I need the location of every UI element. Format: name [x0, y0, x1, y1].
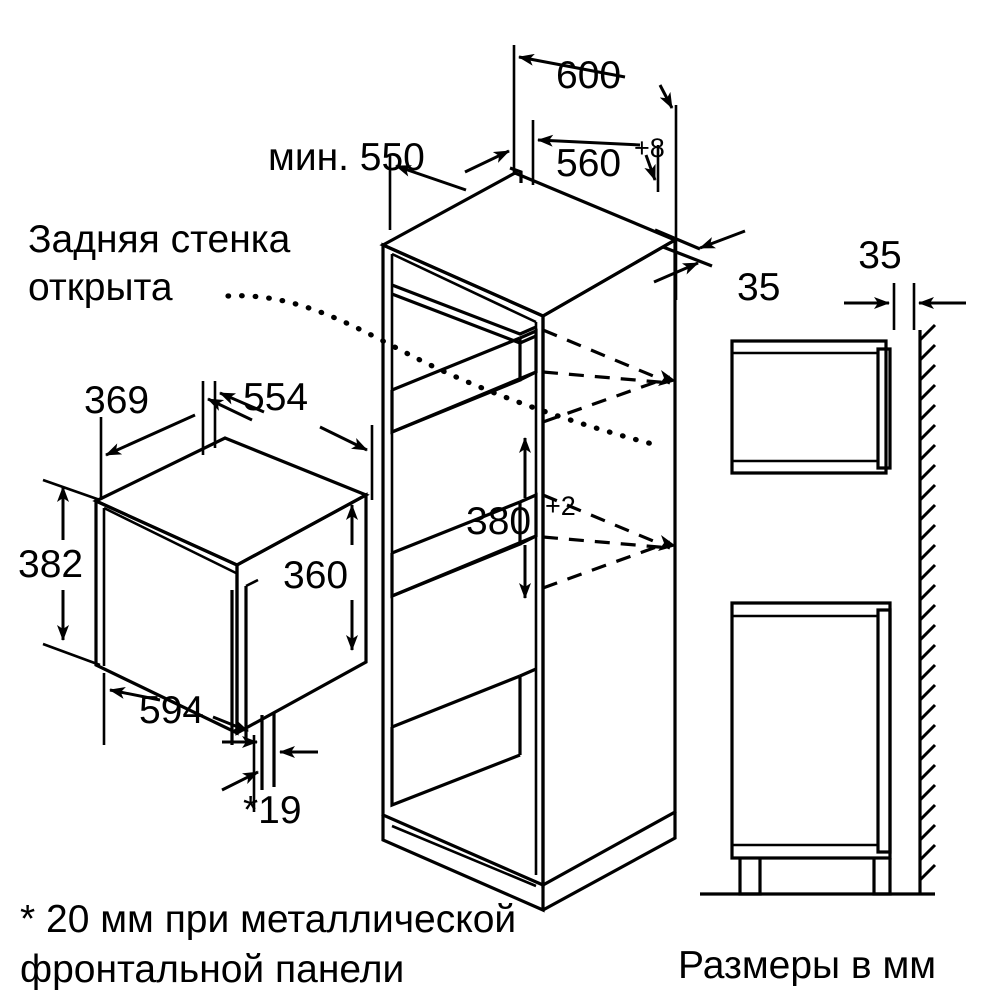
- back-wall-label-line1: Задняя стенка: [28, 218, 291, 261]
- hidden-shelf1-rear-top: [542, 328, 671, 385]
- side-leg-back: [872, 858, 892, 896]
- dim-arrow-560-right: [644, 154, 657, 181]
- cabinet-isometric: 380 +2: [379, 166, 679, 913]
- dim-arrow-554-right: [319, 425, 368, 452]
- dim-label-594: 594: [139, 689, 204, 732]
- shelf1-top-edge: [391, 336, 521, 392]
- appliance-front-seam-top: [103, 506, 237, 575]
- back-wall-label-line2: открыта: [28, 266, 173, 309]
- footnote-line1: * 20 мм при металлической: [20, 898, 516, 941]
- cabinet-plinth-inner: [391, 824, 537, 888]
- hidden-arrow-2: [658, 535, 676, 551]
- appliance-door-edge-cap: [245, 578, 259, 588]
- hidden-shelf1-rear-bottom: [542, 370, 671, 385]
- hidden-shelf2-rear-top: [542, 493, 671, 550]
- dim-label-560-tolerance: +8: [634, 133, 665, 163]
- units-note: Размеры в мм: [678, 944, 936, 987]
- cabinet-plinth-front: [381, 815, 545, 913]
- shelf1-bottom-edge: [391, 370, 537, 434]
- dim-label-380-tolerance: +2: [545, 491, 576, 521]
- dim-label-554: 554: [243, 376, 308, 419]
- cabinet-bottom-left: [390, 727, 521, 808]
- shelf-top-under-b: [391, 292, 537, 345]
- appliance-side-face: [235, 492, 368, 736]
- dim-label-360: 360: [283, 554, 348, 597]
- dimension-group-top: 600 560 +8 мин. 550: [268, 45, 678, 300]
- dim-arrow-600-right: [658, 84, 674, 109]
- dim-label-560: 560: [556, 142, 621, 185]
- hidden-shelf1-rear-diag: [542, 375, 671, 424]
- side-upper-box: [730, 339, 888, 475]
- cabinet-front-inner-top: [391, 252, 537, 324]
- dim-arrow-550-left: [395, 164, 467, 192]
- dim-label-19: *19: [243, 789, 302, 832]
- appliance-isometric: [92, 436, 370, 745]
- footnote-line2: фронтальной панели: [20, 948, 404, 991]
- side-elevation: [700, 323, 937, 896]
- dim-arrow-594-left: [109, 687, 161, 702]
- dim-label-35-side: 35: [858, 234, 901, 277]
- shelf2-bottom-edge: [391, 534, 537, 598]
- dim-arrow-560-left: [537, 134, 641, 147]
- footnotes: * 20 мм при металлической фронтальной па…: [20, 898, 936, 991]
- side-lower-box: [730, 601, 892, 860]
- dimension-group-rear-clearance-side: 35: [844, 234, 966, 330]
- dim-arrow-35-iso-upper: [699, 229, 746, 250]
- appliance-top-face: [92, 436, 370, 567]
- dim-arrow-554-left: [219, 391, 265, 414]
- cabinet-top-face: [379, 171, 679, 318]
- dim-label-550: мин. 550: [268, 136, 425, 179]
- dim-arrow-369-left: [105, 413, 196, 457]
- dim-label-380: 380: [466, 500, 531, 543]
- dim-arrow-550-right: [464, 149, 510, 174]
- dotted-leader-icon: [225, 293, 663, 449]
- hidden-shelf2-rear-bottom: [542, 535, 671, 550]
- dim-label-35-iso: 35: [737, 266, 780, 309]
- side-lower-back-panel: [876, 608, 892, 854]
- dim-label-369: 369: [84, 379, 149, 422]
- label-back-wall-open: Задняя стенка открыта: [28, 218, 663, 449]
- ext-line-382-top: [42, 478, 101, 502]
- shelf-top-under: [391, 283, 537, 336]
- dim-arrow-19-diag: [221, 770, 259, 792]
- hidden-arrow-1: [658, 370, 676, 386]
- side-leg-front: [738, 858, 762, 896]
- dim-label-382: 382: [18, 543, 83, 586]
- side-upper-back-panel: [876, 347, 892, 470]
- dim-arrow-600-left: [518, 53, 626, 79]
- gap-line-b: [662, 245, 713, 268]
- dim-arrow-594-right: [212, 715, 249, 733]
- dimension-group-appliance: 369 554 382 360 594 *19: [18, 376, 374, 832]
- cabinet-bottom-cap: [519, 667, 537, 678]
- hidden-shelf2-rear-diag: [542, 540, 671, 590]
- cabinet-plinth-side: [542, 812, 677, 912]
- dim-label-600: 600: [556, 54, 621, 97]
- ext-line-382-bottom: [42, 642, 101, 667]
- cabinet-top-notch: [509, 166, 523, 183]
- shelf2-top-edge: [391, 500, 521, 555]
- wall-hatch-icon: [918, 323, 937, 882]
- cabinet-side-face: [541, 237, 677, 888]
- cabinet-bottom-top-edge: [391, 674, 521, 729]
